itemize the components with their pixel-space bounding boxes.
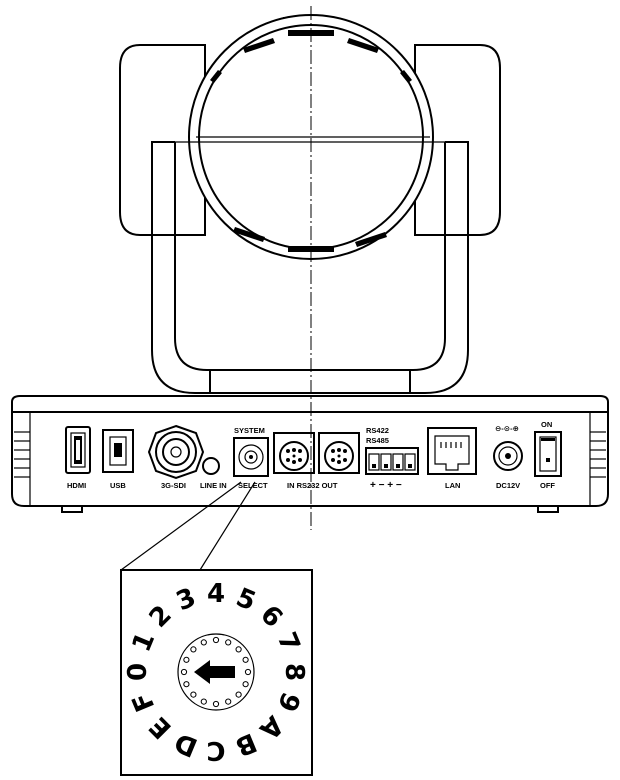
dc12v-jack: [493, 441, 523, 471]
line-in-jack: [202, 457, 220, 475]
dial-tick-dot: [200, 698, 207, 705]
sdi-label: 3G-SDI: [161, 481, 186, 490]
dial-label-4: 4: [207, 579, 225, 609]
on-label: ON: [541, 420, 552, 429]
rs422-label: RS422: [366, 426, 389, 435]
rs485-label: RS485: [366, 436, 389, 445]
sdi-bnc-port: [147, 424, 205, 480]
system-label: SYSTEM: [234, 426, 265, 435]
dial-pointer-arrow: [194, 660, 235, 684]
usb-port: [102, 429, 134, 473]
dial-tick-dot: [190, 691, 197, 698]
power-switch: [534, 431, 562, 477]
lan-label: LAN: [445, 481, 460, 490]
rs232-label: IN RS232 OUT: [287, 481, 338, 490]
right-side-pod: [414, 44, 501, 236]
left-vent-grille: [14, 431, 30, 478]
rear-ports: [65, 424, 562, 480]
left-side-pod: [119, 44, 206, 236]
camera-head: [119, 14, 501, 260]
dial-label-E: E: [144, 710, 178, 744]
lan-port: [427, 427, 477, 475]
rs422-terminal-block: [365, 447, 419, 475]
dial-label-9: 9: [271, 688, 306, 716]
dial-tick-dots: [180, 636, 252, 708]
right-vent-grille: [590, 431, 606, 478]
callout-leader: [120, 481, 256, 571]
yoke-neck: [209, 369, 411, 394]
line-in-label: LINE IN: [200, 481, 227, 490]
base-top-plate: [11, 395, 609, 413]
dial-label-B: B: [231, 726, 261, 761]
dial-tick-dot: [200, 639, 207, 646]
base-body: [11, 411, 609, 507]
dial-tick-dot: [235, 646, 242, 653]
dial-tick-dot: [242, 656, 249, 663]
dc12v-label: DC12V: [496, 481, 520, 490]
dial-label-8: 8: [279, 663, 309, 681]
camera-yoke: [151, 141, 469, 394]
dial-knob: [177, 633, 255, 711]
off-label: OFF: [540, 481, 555, 490]
left-foot: [61, 505, 83, 513]
dial-label-2: 2: [144, 600, 178, 634]
rs232-out-port: [318, 432, 360, 474]
dial-tick-dot: [225, 639, 232, 646]
dial-tick-dot: [212, 700, 220, 708]
dial-tick-dot: [183, 681, 190, 688]
dial-tick-dot: [242, 681, 249, 688]
dial-label-C: C: [206, 735, 225, 765]
dial-tick-dot: [235, 691, 242, 698]
rs232-in-port: [273, 432, 315, 474]
power-polarity-symbol: ⊖-⊙-⊕: [495, 424, 519, 433]
terminal-polarity-label: + − + −: [370, 480, 402, 491]
dial-tick-dot: [180, 668, 188, 676]
dial-tick-dot: [212, 636, 220, 644]
dial-tick-dot: [190, 646, 197, 653]
dial-tick-dot: [183, 656, 190, 663]
right-foot: [537, 505, 559, 513]
dial-label-5: 5: [232, 583, 260, 618]
usb-label: USB: [110, 481, 126, 490]
dial-tick-dot: [244, 668, 252, 676]
hdmi-port: [65, 426, 91, 474]
dial-label-3: 3: [172, 583, 200, 618]
dial-label-A: A: [253, 709, 288, 744]
system-select-rotary: [233, 437, 269, 477]
dial-label-1: 1: [127, 628, 162, 656]
hdmi-label: HDMI: [67, 481, 86, 490]
camera-base: [11, 395, 609, 513]
dial-label-6: 6: [254, 600, 288, 634]
dial-label-D: D: [170, 726, 201, 762]
dial-label-F: F: [127, 688, 162, 716]
dial-label-0: 0: [123, 663, 153, 681]
dial-tick-dot: [225, 698, 232, 705]
dial-label-7: 7: [271, 628, 306, 656]
